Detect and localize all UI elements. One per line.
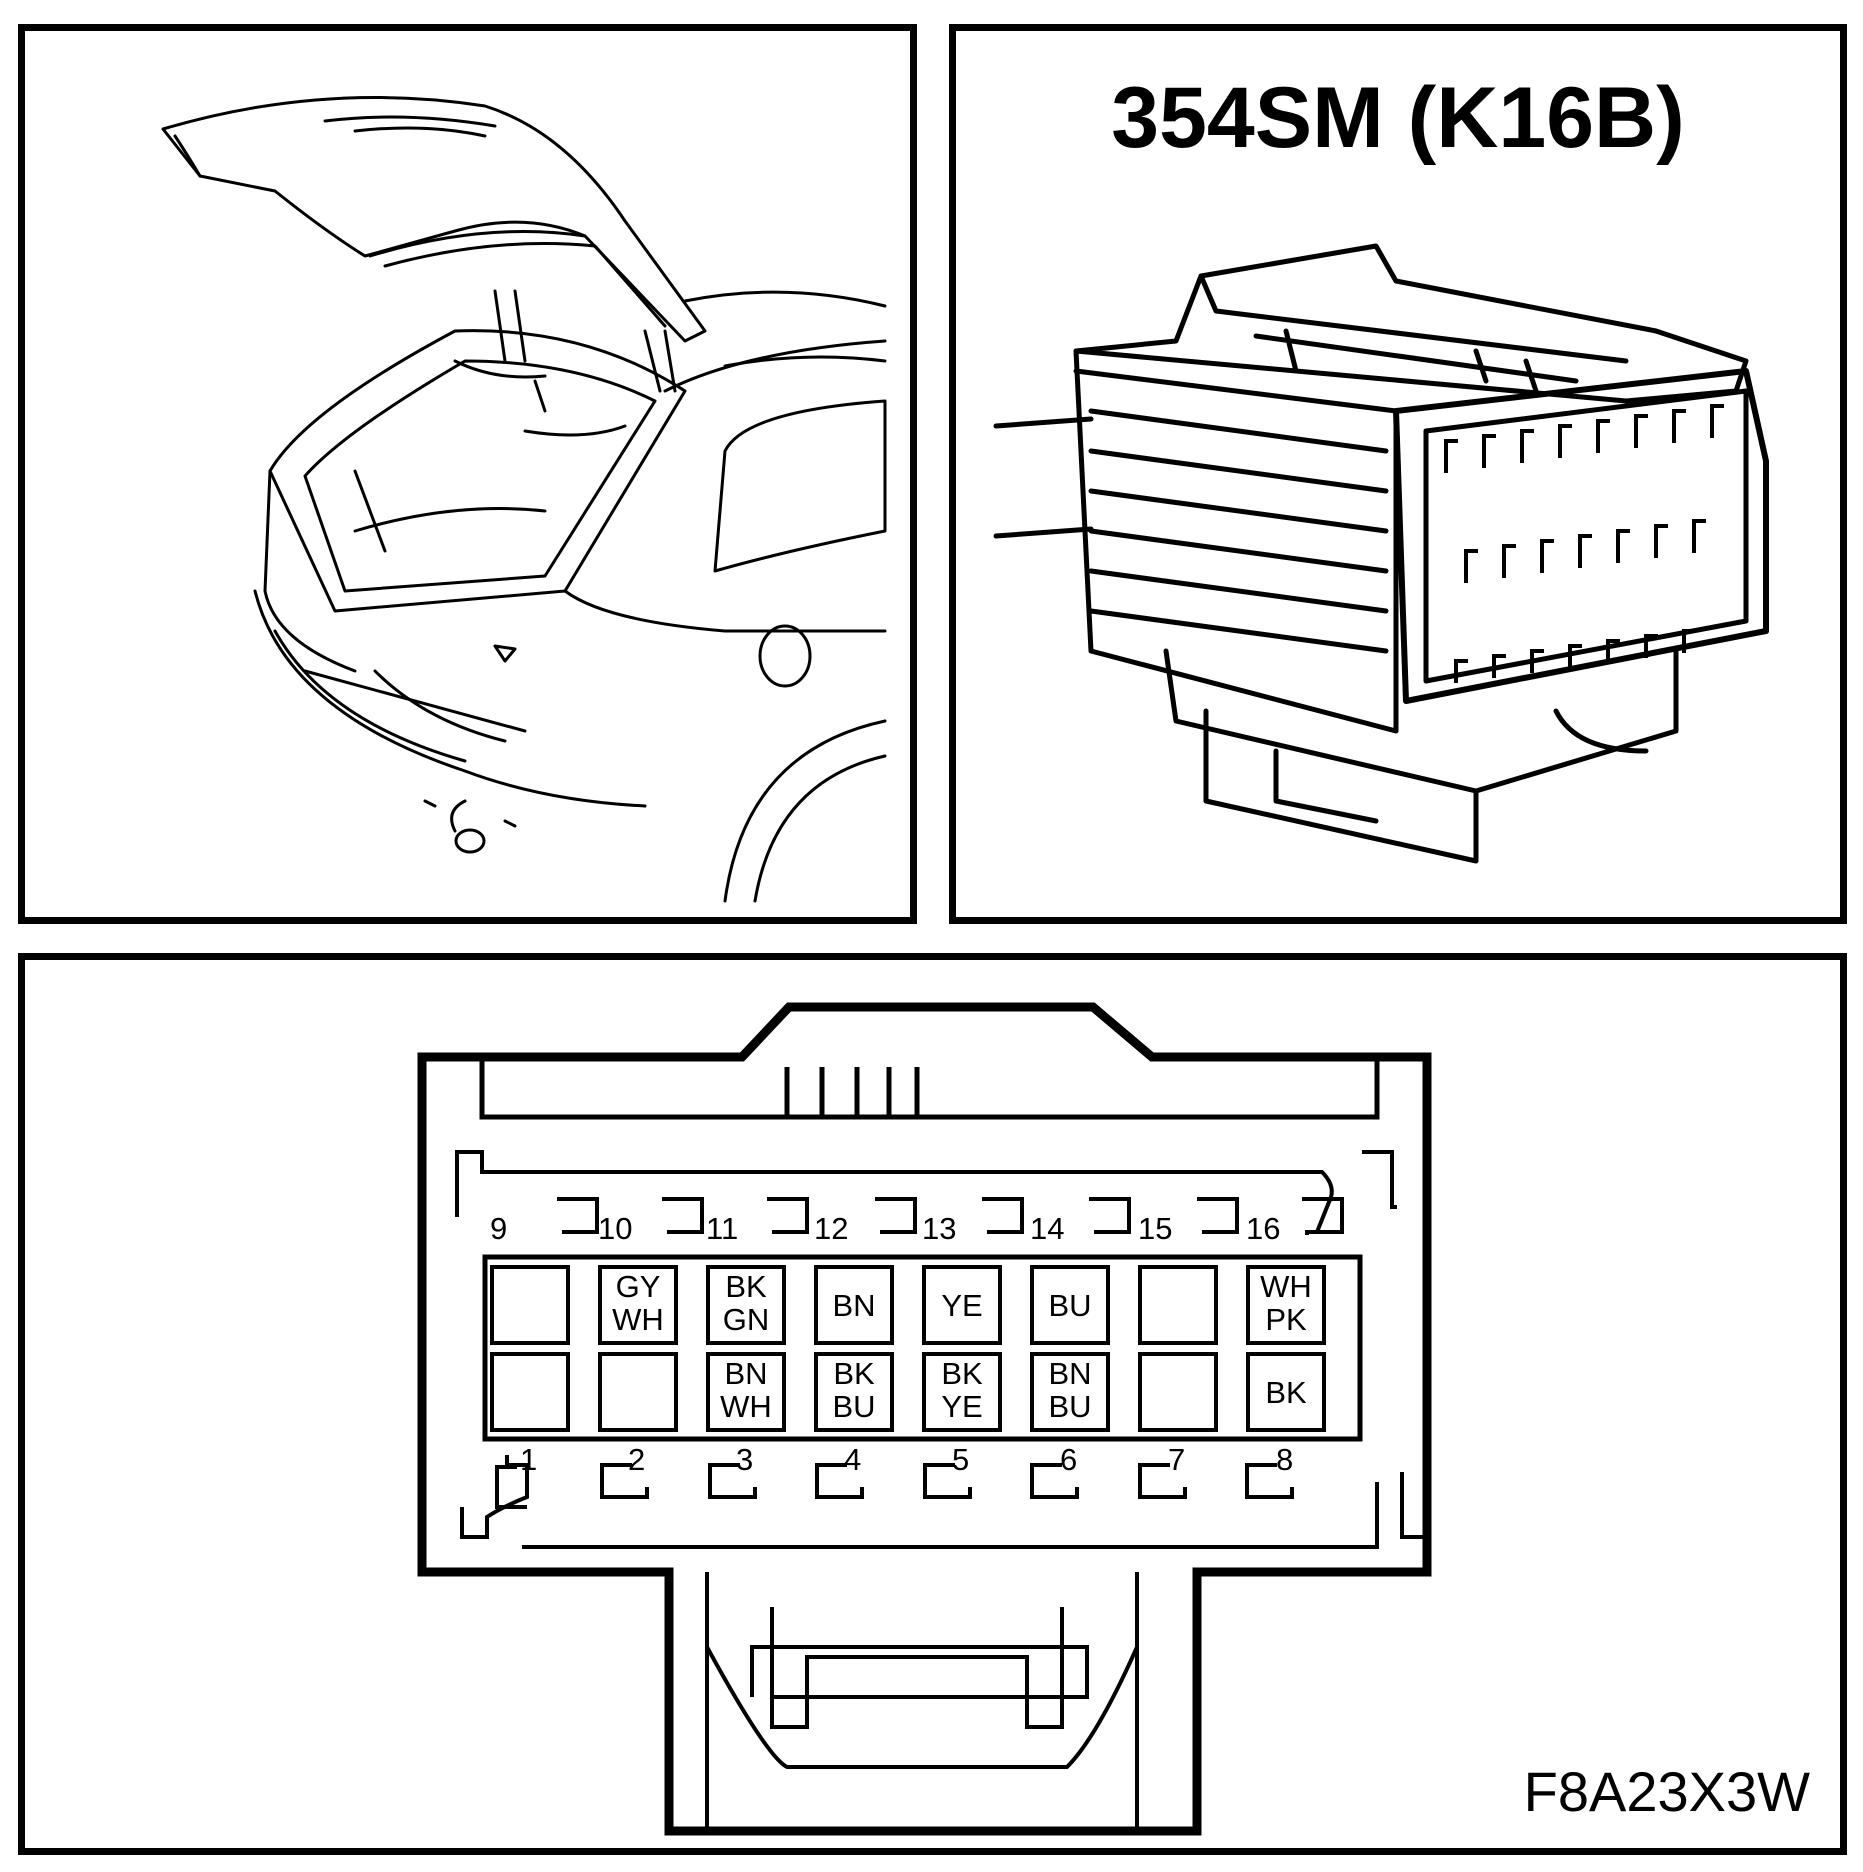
pin-cavity-4 [814,1352,894,1432]
pin-cavity-12 [814,1265,894,1345]
wire-color-pin-11: BK [725,1269,767,1304]
wire-color-pin-4: BU [832,1389,875,1424]
wire-color-pin-13: YE [941,1288,982,1323]
vehicle-location-panel [18,24,917,924]
pin-cavity-11 [706,1265,786,1345]
pin-number-10: 10 [598,1211,632,1246]
pin-cavity-13 [922,1265,1002,1345]
pin-number-1: 1 [520,1442,537,1477]
vehicle-rear-illustration [161,95,887,903]
module-terminal-glyphs [1444,404,1724,683]
pin-number-8: 8 [1276,1442,1293,1477]
pin-cavity-3 [706,1352,786,1432]
wire-color-pin-6: BU [1048,1389,1091,1424]
pin-number-5: 5 [952,1442,969,1477]
module-title: 354SM (K16B) [1111,70,1685,166]
pin-cavity-14 [1030,1265,1110,1345]
wire-color-pin-8: BK [1265,1375,1307,1410]
wire-color-pin-16: WH [1260,1269,1312,1304]
pin-number-2: 2 [628,1442,645,1477]
pin-number-6: 6 [1060,1442,1077,1477]
wire-color-pin-11: GN [723,1302,770,1337]
connector-housing-outline [417,1002,1432,1836]
pin-cavity-15 [1138,1265,1218,1345]
module-connector-illustration [993,243,1769,864]
wire-color-pin-5: YE [941,1389,982,1424]
pin-cavity-2 [598,1352,678,1432]
wire-color-pin-10: WH [612,1302,664,1337]
pin-cavity-8 [1246,1352,1326,1432]
wire-color-pin-14: BU [1048,1288,1091,1323]
pin-cavity-9 [490,1265,570,1345]
module-panel: 354SM (K16B) [949,24,1847,924]
figure-id: F8A23X3W [1523,1760,1810,1823]
pin-number-4: 4 [844,1442,861,1477]
wire-color-pin-3: BN [724,1356,767,1391]
wire-color-pin-3: WH [720,1389,772,1424]
pin-number-9: 9 [490,1211,507,1246]
wire-color-pin-6: BN [1048,1356,1091,1391]
wire-color-pin-16: PK [1265,1302,1307,1337]
pin-number-3: 3 [736,1442,753,1477]
wire-color-pin-5: BK [941,1356,983,1391]
pin-number-14: 14 [1030,1211,1064,1246]
wire-color-pin-12: BN [832,1288,875,1323]
pin-cavity-6 [1030,1352,1110,1432]
pin-number-13: 13 [922,1211,956,1246]
pin-number-15: 15 [1138,1211,1172,1246]
pin-number-12: 12 [814,1211,848,1246]
pin-number-16: 16 [1246,1211,1280,1246]
pin-number-7: 7 [1168,1442,1185,1477]
pin-cavity-16 [1246,1265,1326,1345]
pin-number-11: 11 [706,1211,738,1246]
pin-cavity-10 [598,1265,678,1345]
pin-cavity-7 [1138,1352,1218,1432]
pin-cavity-1 [490,1352,570,1432]
pin-cavity-5 [922,1352,1002,1432]
wire-color-pin-10: GY [616,1269,661,1304]
wire-color-pin-4: BK [833,1356,875,1391]
